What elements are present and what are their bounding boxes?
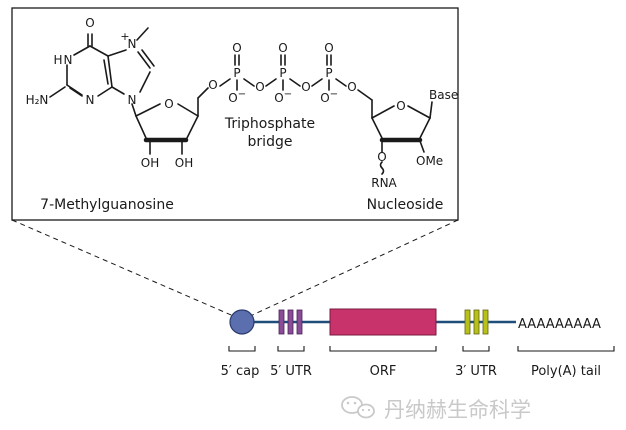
- atom-p1: P: [233, 66, 240, 80]
- atom-p2-ominus: O: [274, 91, 283, 105]
- bracket-utr3: [462, 346, 490, 352]
- atom-o-link-2: O: [255, 80, 264, 94]
- utr3-band-2: [473, 309, 480, 335]
- watermark: 丹纳赫生命科学: [341, 396, 531, 422]
- bridge-label-line1: Triphosphate: [224, 116, 315, 132]
- methylguanosine-structure: [49, 27, 209, 155]
- cap-circle: [229, 309, 255, 335]
- utr5-band-3: [296, 309, 303, 335]
- atom-amino: H₂N: [26, 93, 49, 107]
- charge-minus-2: −: [284, 89, 292, 100]
- utr3-band-1: [464, 309, 471, 335]
- triphosphate-bonds: [219, 54, 373, 101]
- atom-p3: P: [325, 66, 332, 80]
- segment-label-cap: 5′ cap: [221, 364, 260, 379]
- charge-plus: +: [120, 30, 129, 43]
- label-nucleoside: Nucleoside: [367, 197, 444, 213]
- bracket-polya: [517, 346, 615, 352]
- segment-label-utr3: 3′ UTR: [455, 364, 497, 379]
- mrna-schematic: [229, 308, 516, 336]
- utr5-band-1: [278, 309, 285, 335]
- atom-ring-o-right: O: [396, 99, 405, 113]
- polya-sequence: AAAAAAAAA: [518, 317, 601, 332]
- charge-minus-1: −: [238, 89, 246, 100]
- atom-n7: N: [128, 37, 137, 51]
- bridge-label-line2: bridge: [248, 134, 293, 150]
- atom-oh-3: OH: [175, 156, 193, 170]
- structure-box: [11, 7, 459, 221]
- segment-label-orf: ORF: [370, 364, 397, 379]
- zoom-line-right: [245, 219, 459, 319]
- wechat-icon: [341, 396, 375, 419]
- atom-n3: N: [86, 93, 95, 107]
- atom-o-rna: O: [377, 150, 386, 164]
- atom-p1-ominus: O: [228, 91, 237, 105]
- atom-o-link-1: O: [208, 78, 217, 92]
- atom-p2: P: [279, 66, 286, 80]
- watermark-text: 丹纳赫生命科学: [384, 398, 531, 422]
- atom-p3-o: O: [324, 41, 333, 55]
- zoom-line-left: [11, 219, 239, 319]
- atom-base: Base: [429, 88, 458, 102]
- atom-p3-ominus: O: [320, 91, 329, 105]
- bracket-orf: [329, 346, 437, 352]
- orf-box: [329, 308, 437, 336]
- atom-p1-o: O: [232, 41, 241, 55]
- utr3-band-3: [482, 309, 489, 335]
- segment-label-utr5: 5′ UTR: [270, 364, 312, 379]
- atom-n1: N: [64, 53, 73, 67]
- atom-o-link-4: O: [347, 80, 356, 94]
- charge-minus-3: −: [330, 89, 338, 100]
- label-7-methylguanosine: 7-Methylguanosine: [40, 197, 174, 213]
- atom-o-link-3: O: [301, 80, 310, 94]
- segment-label-polya: Poly(A) tail: [531, 364, 601, 379]
- bracket-utr5: [277, 346, 305, 352]
- nucleoside-structure: [371, 99, 433, 175]
- atom-ring-o-left: O: [164, 97, 173, 111]
- atom-ome: OMe: [416, 154, 443, 168]
- atom-p2-o: O: [278, 41, 287, 55]
- atom-oh-2: OH: [141, 156, 159, 170]
- atom-n9: N: [128, 93, 137, 107]
- atom-carbonyl-o: O: [85, 16, 94, 30]
- atom-rna: RNA: [371, 176, 397, 190]
- bracket-cap: [228, 346, 256, 352]
- atom-h1: H: [53, 53, 62, 67]
- utr5-band-2: [287, 309, 294, 335]
